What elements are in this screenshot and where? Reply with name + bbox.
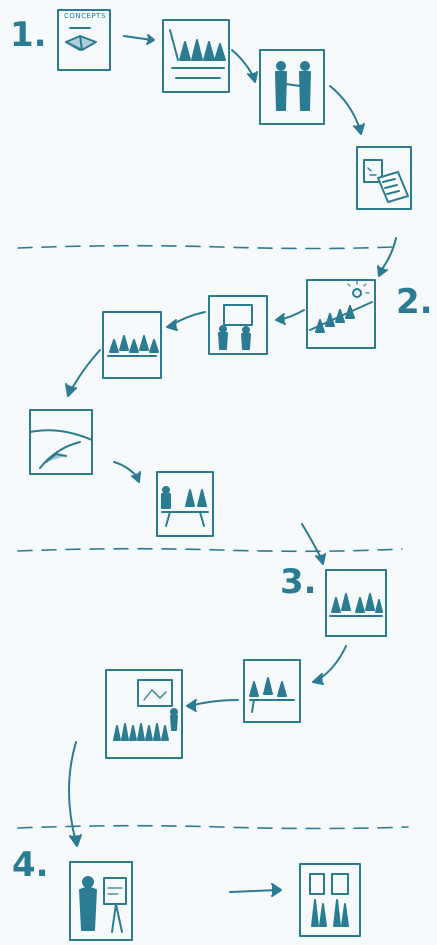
workshop-card [106, 670, 182, 758]
section-divider-3 [18, 826, 408, 829]
section-divider-2 [18, 549, 402, 552]
section-divider-1 [18, 246, 392, 249]
agreement-card [30, 410, 92, 474]
arrow-2-to-3 [302, 524, 322, 560]
team-card [326, 570, 386, 636]
handshake-card [260, 50, 324, 124]
arrow-3-4 [330, 86, 360, 130]
arrow-2c [70, 350, 100, 392]
presentation-card [70, 862, 132, 940]
arrow-3b [190, 700, 238, 706]
group-card [103, 312, 161, 378]
concepts-card [58, 10, 110, 70]
audience-card [163, 20, 229, 92]
arrow-4 [230, 890, 278, 892]
documents-card [357, 147, 411, 209]
discussion-card [244, 660, 300, 722]
event-card [307, 280, 375, 348]
meeting-card [157, 472, 213, 536]
arrow-1-to-2 [380, 238, 396, 272]
presenter-card [209, 296, 267, 354]
display-card [300, 864, 360, 936]
